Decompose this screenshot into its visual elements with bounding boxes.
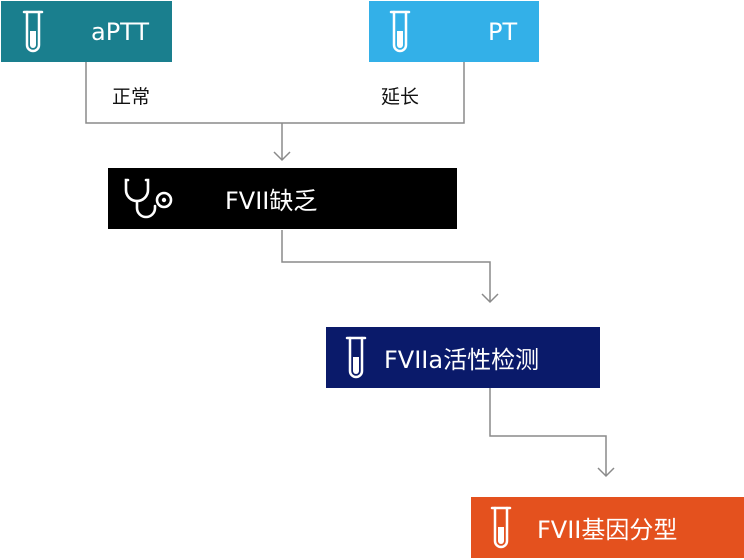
aptt-label: aPTT: [91, 17, 150, 46]
aptt-result-label: 正常: [112, 86, 151, 108]
connector-deficiency-to-activity: [281, 230, 491, 302]
test-tube-icon: [345, 336, 367, 379]
aptt-node: aPTT: [1, 1, 172, 62]
fvii-genotyping-label: FVII基因分型: [537, 516, 678, 544]
pt-label: PT: [488, 17, 518, 46]
pt-result-label: 延长: [381, 86, 420, 108]
test-tube-icon: [22, 10, 44, 53]
connector-arrowhead-2: [481, 293, 499, 304]
connector-arrowhead-1: [273, 151, 291, 162]
fviia-activity-node: FVIIa活性检测: [326, 327, 600, 388]
fvii-deficiency-node: FVII缺乏: [108, 168, 457, 229]
connector-activity-to-genotyping: [489, 388, 607, 476]
fvii-genotyping-node: FVII基因分型: [471, 497, 744, 558]
stethoscope-icon: [124, 178, 173, 219]
test-tube-icon: [389, 10, 411, 53]
test-tube-icon: [490, 506, 512, 549]
fvii-deficiency-label: FVII缺乏: [225, 187, 318, 215]
connector-aptt-pt-merge: [85, 62, 465, 124]
pt-node: PT: [369, 1, 539, 62]
fviia-activity-label: FVIIa活性检测: [384, 346, 540, 374]
connector-arrowhead-3: [597, 467, 615, 478]
